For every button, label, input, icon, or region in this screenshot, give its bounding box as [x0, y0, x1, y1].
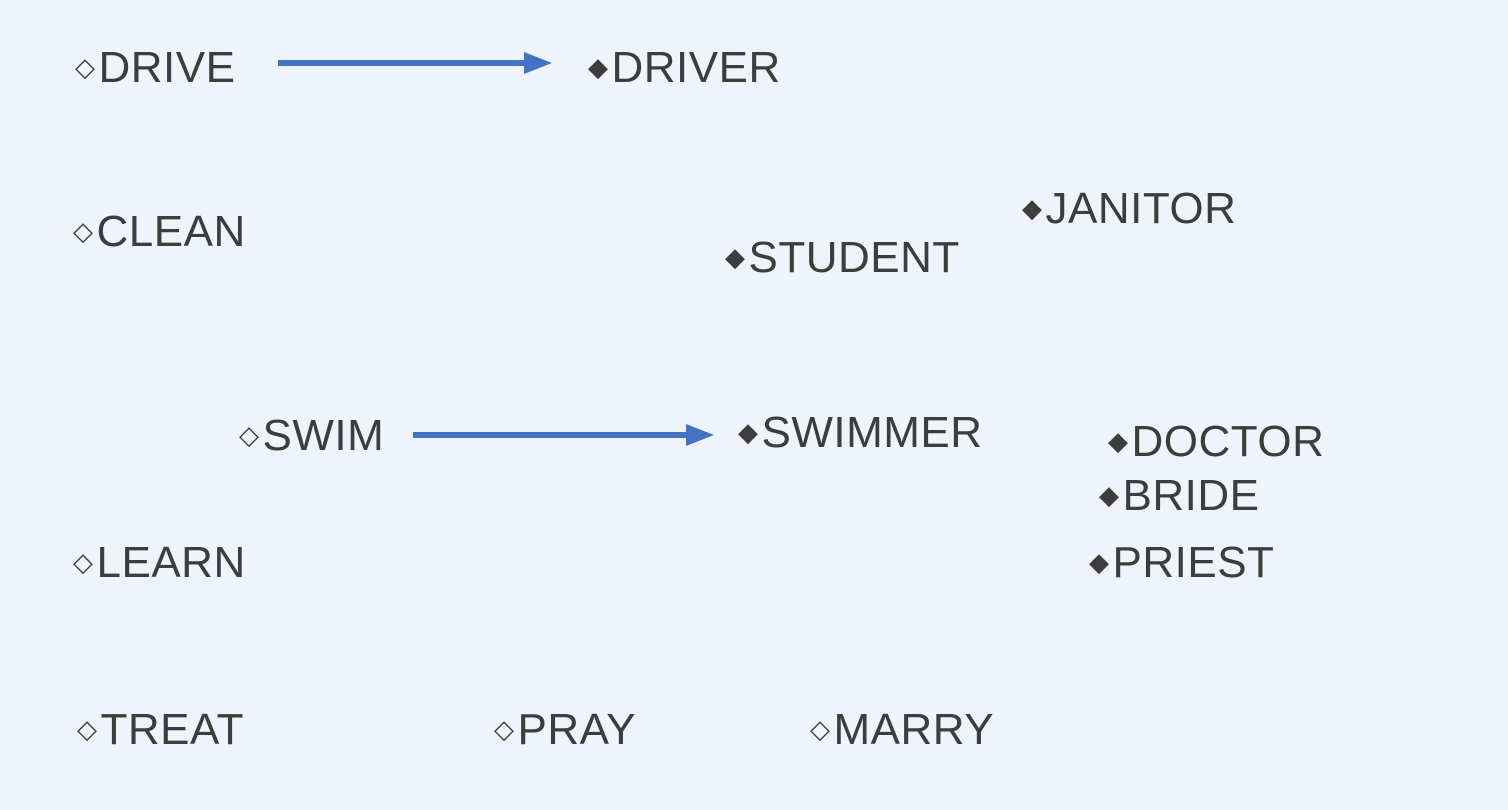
filled-diamond-icon: ◆ [1108, 427, 1129, 457]
term-priest[interactable]: ◆ PRIEST [1089, 541, 1274, 585]
term-label: LEARN [96, 538, 246, 587]
match-arrow-swim-swimmer [413, 424, 714, 446]
hollow-diamond-icon: ◇ [73, 217, 94, 247]
term-label: CLEAN [96, 207, 246, 256]
term-clean[interactable]: ◇ CLEAN [73, 210, 246, 254]
filled-diamond-icon: ◆ [1022, 194, 1043, 224]
term-student[interactable]: ◆ STUDENT [725, 236, 960, 280]
term-pray[interactable]: ◇ PRAY [494, 708, 636, 752]
term-label: SWIM [262, 411, 385, 460]
term-marry[interactable]: ◇ MARRY [810, 708, 994, 752]
term-label: BRIDE [1122, 471, 1260, 520]
term-label: DOCTOR [1131, 417, 1325, 466]
term-treat[interactable]: ◇ TREAT [77, 708, 244, 752]
term-label: TREAT [100, 705, 244, 754]
term-learn[interactable]: ◇ LEARN [73, 541, 246, 585]
hollow-diamond-icon: ◇ [239, 421, 260, 451]
match-arrow-drive-driver [278, 52, 552, 74]
filled-diamond-icon: ◆ [738, 418, 759, 448]
term-bride[interactable]: ◆ BRIDE [1099, 474, 1259, 518]
filled-diamond-icon: ◆ [1089, 548, 1110, 578]
hollow-diamond-icon: ◇ [77, 715, 98, 745]
hollow-diamond-icon: ◇ [494, 715, 515, 745]
term-label: MARRY [833, 705, 995, 754]
hollow-diamond-icon: ◇ [75, 53, 96, 83]
term-drive[interactable]: ◇ DRIVE [75, 46, 235, 90]
term-janitor[interactable]: ◆ JANITOR [1022, 187, 1236, 231]
term-doctor[interactable]: ◆ DOCTOR [1108, 420, 1324, 464]
hollow-diamond-icon: ◇ [810, 715, 831, 745]
term-swim[interactable]: ◇ SWIM [239, 414, 384, 458]
term-label: DRIVE [98, 43, 236, 92]
term-label: SWIMMER [761, 408, 983, 457]
term-driver[interactable]: ◆ DRIVER [588, 46, 781, 90]
term-swimmer[interactable]: ◆ SWIMMER [738, 411, 983, 455]
filled-diamond-icon: ◆ [1099, 481, 1120, 511]
term-label: DRIVER [611, 43, 781, 92]
filled-diamond-icon: ◆ [725, 243, 746, 273]
hollow-diamond-icon: ◇ [73, 548, 94, 578]
term-label: PRAY [517, 705, 637, 754]
filled-diamond-icon: ◆ [588, 53, 609, 83]
term-label: JANITOR [1045, 184, 1237, 233]
term-label: PRIEST [1112, 538, 1275, 587]
term-label: STUDENT [748, 233, 960, 282]
